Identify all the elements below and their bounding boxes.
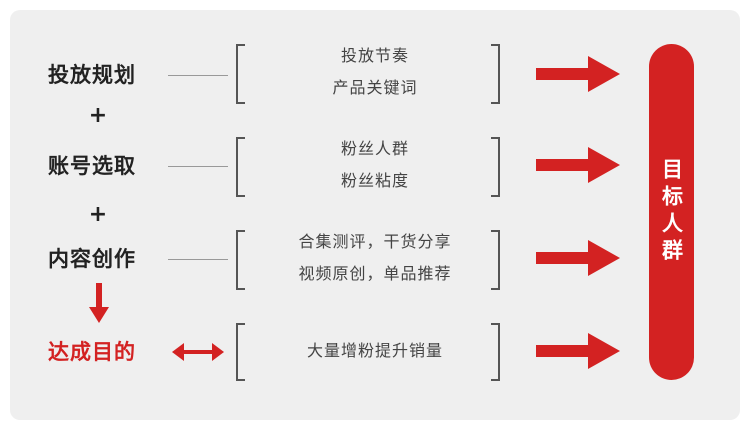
target-audience-pill: 目标人群 xyxy=(649,44,694,380)
right-bracket xyxy=(491,137,500,197)
right-arrow-icon xyxy=(536,333,620,369)
plus-sign: + xyxy=(88,103,108,128)
connector-line xyxy=(168,166,228,167)
step-label-content: 内容创作 xyxy=(48,247,136,271)
step-label-planning: 投放规划 xyxy=(48,63,136,87)
right-arrow-icon xyxy=(536,56,620,92)
detail-line: 合集测评，干货分享 xyxy=(298,232,452,251)
down-arrow-icon xyxy=(89,283,109,323)
left-bracket xyxy=(236,323,245,381)
right-bracket xyxy=(491,44,500,104)
detail-line: 视频原创，单品推荐 xyxy=(298,264,452,283)
detail-line: 粉丝人群 xyxy=(340,139,409,158)
right-bracket xyxy=(491,230,500,290)
target-label: 目标人群 xyxy=(659,158,684,266)
left-bracket xyxy=(236,230,245,290)
right-arrow-icon xyxy=(536,240,620,276)
connector-line xyxy=(168,75,228,76)
left-bracket xyxy=(236,137,245,197)
goal-detail: 大量增粉提升销量 xyxy=(306,341,443,360)
detail-line: 产品关键词 xyxy=(332,78,418,97)
goal-label: 达成目的 xyxy=(48,340,136,364)
connector-line xyxy=(168,259,228,260)
detail-line: 投放节奏 xyxy=(340,46,409,65)
step-label-account: 账号选取 xyxy=(48,154,136,178)
plus-sign: + xyxy=(88,202,108,227)
left-bracket xyxy=(236,44,245,104)
double-arrow-icon xyxy=(172,343,224,361)
detail-line: 粉丝粘度 xyxy=(340,171,409,190)
right-arrow-icon xyxy=(536,147,620,183)
right-bracket xyxy=(491,323,500,381)
